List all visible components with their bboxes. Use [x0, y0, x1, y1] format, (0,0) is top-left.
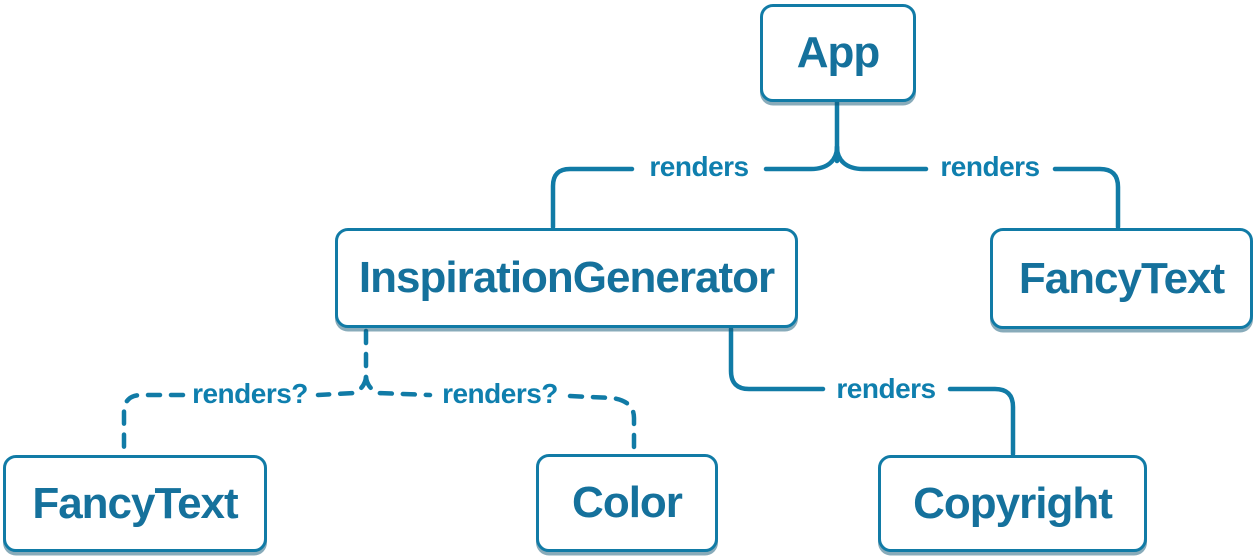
node-label: App: [796, 28, 881, 77]
node-label: InspirationGenerator: [358, 253, 775, 302]
edge-label-renders-app-inspirationgenerator: renders: [644, 153, 754, 181]
edge-label-renders-inspirationgenerator-copyright: renders: [831, 375, 941, 403]
edge-segment: [121, 392, 186, 457]
edge-segment: [763, 144, 840, 172]
node-label: Copyright: [913, 478, 1113, 528]
node-inspiration-generator: InspirationGenerator: [335, 228, 798, 328]
node-label: FancyText: [32, 478, 238, 528]
node-color: Color: [536, 454, 718, 552]
node-app: App: [760, 4, 916, 102]
edge-inspirationgenerator-copyright: [728, 326, 1016, 457]
edge-segment: [550, 166, 635, 230]
edge-segment: [363, 374, 433, 398]
node-label: FancyText: [1018, 253, 1225, 303]
edge-segment: [1052, 166, 1121, 230]
edge-label-renders-inspirationgenerator-fancytext: renders?: [187, 380, 313, 408]
edge-segment: [315, 374, 369, 398]
edge-label-renders-app-fancytext: renders: [935, 153, 1045, 181]
node-fancy-text-top: FancyText: [990, 228, 1253, 329]
edge-segment: [834, 144, 929, 172]
edge-inspirationgenerator-color: [363, 374, 637, 456]
edge-segment: [728, 326, 826, 392]
edge-segment: [947, 386, 1016, 457]
node-label: Color: [572, 478, 683, 527]
edge-label-renders-inspirationgenerator-color: renders?: [437, 380, 563, 408]
node-fancy-text-bottom: FancyText: [3, 455, 267, 552]
edge-app-fancytext: [834, 144, 1121, 230]
edge-segment: [567, 393, 637, 456]
node-copyright: Copyright: [878, 455, 1147, 552]
